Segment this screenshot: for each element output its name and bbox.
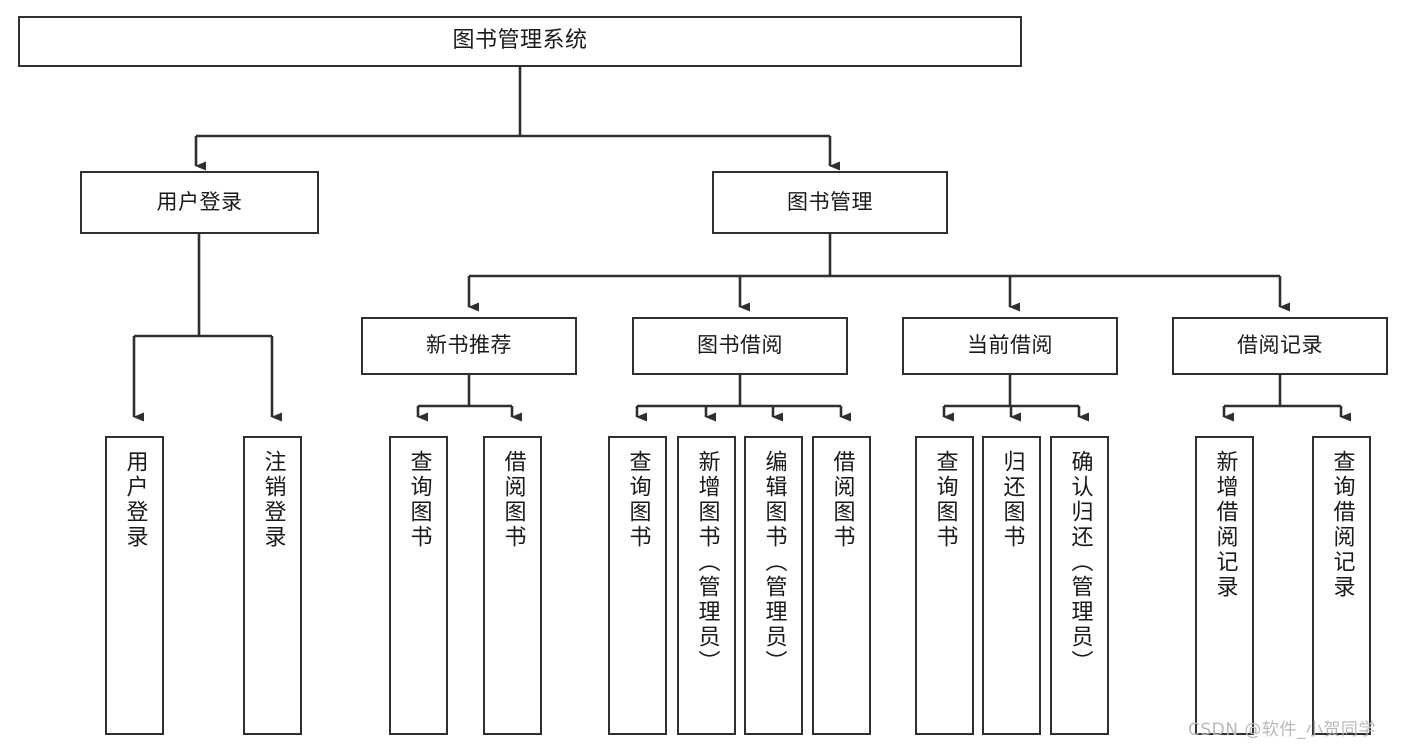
leaf-query-book-1[interactable]: 查询图书 [389,436,448,735]
leaf-query-book-2-label: 查询图书 [625,450,651,550]
leaf-query-borrow-record[interactable]: 查询借阅记录 [1312,436,1371,735]
leaf-user-login-action[interactable]: 用户登录 [105,436,164,735]
leaf-query-book-3-label: 查询图书 [932,450,958,550]
node-book-borrow-label: 图书借阅 [697,333,783,358]
leaf-borrow-book-2[interactable]: 借阅图书 [812,436,871,735]
leaf-edit-book[interactable]: 编辑图书（管理员） [744,436,803,735]
node-current-borrow-label: 当前借阅 [967,333,1053,358]
leaf-add-book[interactable]: 新增图书（管理员） [677,436,736,735]
leaf-add-borrow-record-label: 新增借阅记录 [1212,450,1238,600]
leaf-add-book-label: 新增图书（管理员） [694,450,720,675]
node-book-management[interactable]: 图书管理 [712,171,948,234]
node-current-borrow[interactable]: 当前借阅 [902,317,1118,375]
node-book-management-label: 图书管理 [787,189,873,214]
node-borrow-record-label: 借阅记录 [1237,333,1323,358]
leaf-borrow-book-1-label: 借阅图书 [500,450,526,550]
node-new-book-recommend[interactable]: 新书推荐 [361,317,577,375]
leaf-query-book-2[interactable]: 查询图书 [608,436,667,735]
leaf-confirm-return[interactable]: 确认归还（管理员） [1050,436,1109,735]
node-user-login-label: 用户登录 [156,189,243,214]
node-user-login[interactable]: 用户登录 [80,171,319,234]
watermark: CSDN @软件_小贺同学 [1188,720,1376,740]
leaf-user-logout-action[interactable]: 注销登录 [243,436,302,735]
leaf-confirm-return-label: 确认归还（管理员） [1067,450,1093,675]
leaf-borrow-book-1[interactable]: 借阅图书 [483,436,542,735]
node-book-borrow[interactable]: 图书借阅 [632,317,848,375]
node-root-label: 图书管理系统 [452,28,588,54]
leaf-return-book[interactable]: 归还图书 [982,436,1041,735]
leaf-edit-book-label: 编辑图书（管理员） [761,450,787,675]
leaf-borrow-book-2-label: 借阅图书 [829,450,855,550]
node-root[interactable]: 图书管理系统 [18,16,1022,67]
leaf-user-login-action-label: 用户登录 [122,450,148,550]
leaf-return-book-label: 归还图书 [999,450,1025,550]
leaf-query-borrow-record-label: 查询借阅记录 [1329,450,1355,600]
leaf-query-book-3[interactable]: 查询图书 [915,436,974,735]
leaf-query-book-1-label: 查询图书 [406,450,432,550]
node-borrow-record[interactable]: 借阅记录 [1172,317,1388,375]
leaf-add-borrow-record[interactable]: 新增借阅记录 [1195,436,1254,735]
leaf-user-logout-action-label: 注销登录 [260,450,286,550]
node-new-book-recommend-label: 新书推荐 [426,333,512,358]
